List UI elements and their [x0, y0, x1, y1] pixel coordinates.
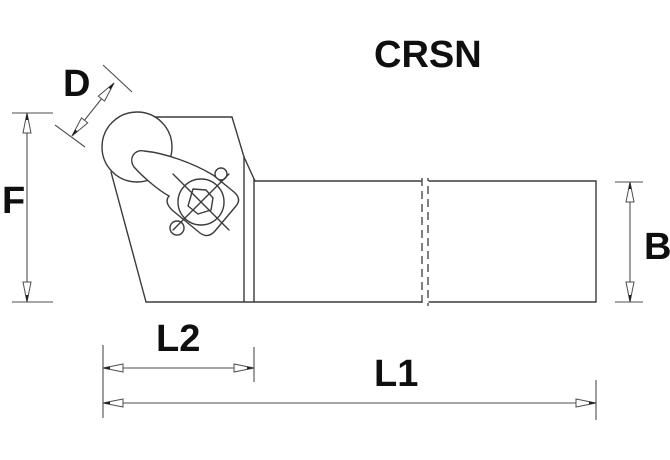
dim-l1-arrow-right — [575, 398, 597, 408]
dim-b-label: B — [644, 226, 670, 268]
dim-d-arrow-lower-tip — [72, 129, 78, 136]
dim-f-arrow-down-tip — [25, 295, 29, 302]
dim-d-tick-lower — [54, 124, 86, 148]
screw-drive-socket — [187, 188, 214, 215]
dimension-d — [54, 64, 133, 148]
insert-bump-top — [214, 167, 228, 181]
dim-l1-arrow-left — [102, 398, 124, 408]
dim-d-tick-upper — [102, 64, 133, 93]
dim-f-label: F — [2, 180, 26, 222]
dim-l1-arrow-right-tip — [589, 401, 596, 405]
tool-body-outline — [110, 116, 597, 303]
dim-f-arrow-up — [22, 112, 32, 134]
dim-b-arrow-down — [625, 281, 635, 303]
dim-f-arrow-up-tip — [25, 113, 29, 120]
round-insert-circle — [101, 111, 173, 183]
screw-head-circle — [177, 178, 225, 226]
dim-l2-arrow-left — [102, 363, 124, 373]
head-left-edge — [110, 171, 147, 303]
dim-l2-arrow-right-tip — [247, 366, 254, 370]
dim-b-arrow-up-tip — [628, 182, 632, 189]
dim-b-arrow-up — [625, 181, 635, 203]
dim-l2-label: L2 — [156, 318, 201, 360]
shank-break-lines — [421, 178, 429, 306]
dim-l1-arrow-left-tip — [103, 401, 110, 405]
dimension-l1 — [102, 380, 597, 420]
dim-b-arrow-down-tip — [628, 295, 632, 302]
dim-d-arrow-upper-tip — [108, 83, 114, 90]
dimension-b — [615, 181, 643, 303]
dimension-l2 — [102, 345, 255, 418]
dim-l1-label: L1 — [374, 353, 419, 395]
dim-f-arrow-down — [22, 281, 32, 303]
dim-l2-arrow-right — [233, 363, 255, 373]
clamp-outline — [131, 150, 240, 237]
dim-d-label: D — [63, 63, 91, 105]
insert-bump-bottom — [169, 220, 185, 236]
dim-l2-arrow-left-tip — [103, 366, 110, 370]
clamp-screw — [172, 173, 230, 231]
dimension-f — [12, 112, 53, 303]
drawing-title: CRSN — [374, 34, 482, 76]
screw-cross-lines — [172, 173, 230, 231]
